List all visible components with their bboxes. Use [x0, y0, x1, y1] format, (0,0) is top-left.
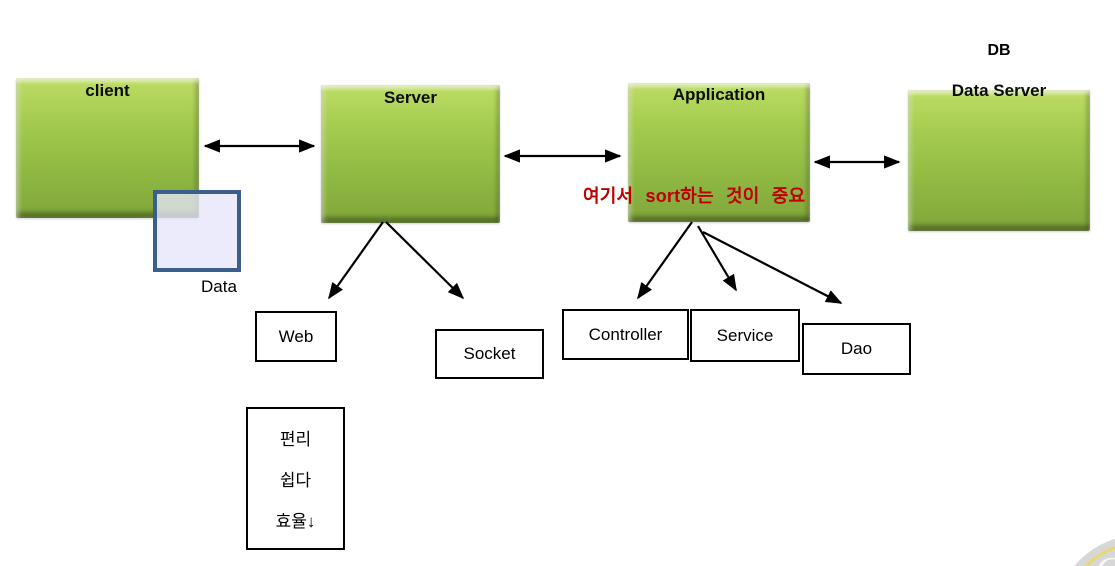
data-server-node-label: Data Server: [951, 81, 1047, 100]
server-node: Server: [321, 85, 500, 223]
web-node-label: Web: [278, 326, 314, 346]
arrow-application-dao: [702, 231, 843, 304]
arrow-server-socket: [385, 221, 465, 300]
dao-node-label: Dao: [840, 339, 873, 358]
data-node-label: Data: [201, 277, 237, 296]
client-node: client: [16, 78, 199, 218]
arrow-server-web: [328, 221, 384, 300]
notes-line-3: 효율↓: [275, 512, 316, 531]
controller-node: Controller: [562, 309, 689, 360]
watermark-logo: G: [1055, 535, 1115, 566]
notes-box: 편리 쉽다 효율↓: [246, 407, 345, 550]
arrow-application-controller: [637, 221, 693, 300]
application-node-label: Application: [672, 85, 766, 104]
controller-node-label: Controller: [588, 324, 663, 344]
dao-node: Dao: [802, 323, 911, 375]
application-node: Application: [628, 83, 810, 222]
notes-line-2: 쉽다: [279, 471, 312, 490]
data-node: [153, 190, 241, 272]
watermark-letter: G: [1095, 549, 1115, 566]
service-node-label: Service: [716, 325, 774, 345]
db-caption: DB: [987, 42, 1011, 59]
sort-annotation: 여기서 sort하는 것이 중요: [583, 186, 806, 206]
service-node: Service: [690, 309, 800, 362]
socket-node: Socket: [435, 329, 544, 379]
client-node-label: client: [85, 81, 130, 100]
arrow-application-service: [697, 225, 737, 292]
notes-line-1: 편리: [279, 430, 312, 449]
socket-node-label: Socket: [463, 344, 516, 363]
server-node-label: Server: [384, 88, 437, 107]
data-server-node: Data Server: [908, 81, 1090, 231]
web-node: Web: [255, 311, 337, 362]
